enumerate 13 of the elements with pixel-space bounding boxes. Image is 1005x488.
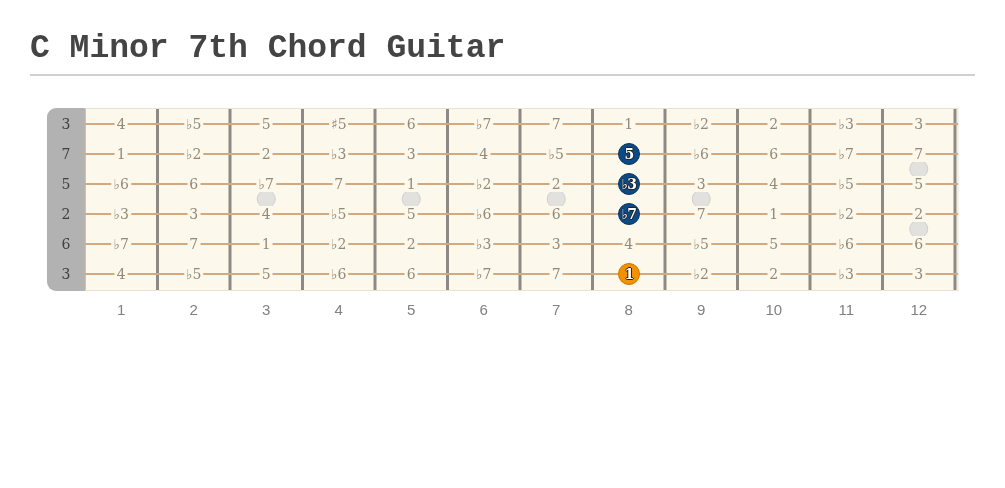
fret-number: 4 [334, 300, 343, 318]
fret-number: 2 [189, 300, 198, 318]
fret-number: 5 [407, 300, 416, 318]
fret-number: 12 [910, 300, 928, 318]
fret-number: 8 [624, 300, 633, 318]
fret-number: 7 [552, 300, 561, 318]
fret-number: 11 [838, 300, 855, 318]
title: C Minor 7th Chord Guitar [30, 30, 506, 68]
fret-number: 1 [117, 300, 126, 318]
fret-number: 10 [765, 300, 783, 318]
fret-number: 9 [697, 300, 706, 318]
fret-number: 3 [262, 300, 271, 318]
fret-number: 6 [479, 300, 488, 318]
